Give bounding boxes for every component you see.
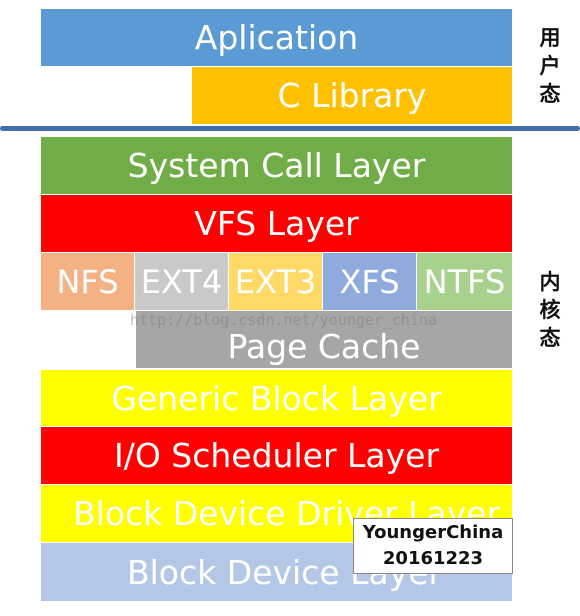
stamp-date: 20161223 — [382, 548, 484, 569]
c-library-layer: C Library — [192, 67, 512, 124]
kernel-space-char-3: 态 — [539, 325, 561, 350]
vfs-layer: VFS Layer — [41, 195, 512, 252]
page-cache-layer: Page Cache — [136, 311, 512, 368]
stamp-author: YoungerChina — [362, 522, 504, 543]
kernel-space-char-2: 核 — [539, 297, 561, 322]
io-scheduler-layer: I/O Scheduler Layer — [41, 427, 512, 484]
fs-xfs: XFS — [323, 253, 416, 310]
system-call-layer: System Call Layer — [41, 137, 512, 194]
user-kernel-divider — [0, 126, 580, 131]
blog-watermark: http://blog.csdn.net/younger_china — [130, 311, 438, 329]
user-space-char-1: 用 — [539, 26, 561, 50]
fs-ntfs: NTFS — [417, 253, 512, 310]
fs-ext4: EXT4 — [135, 253, 228, 310]
author-stamp: YoungerChina 20161223 — [353, 518, 513, 574]
kernel-space-label: 内 核 态 — [531, 252, 569, 367]
application-layer: Aplication — [41, 9, 512, 66]
user-space-char-3: 态 — [539, 82, 561, 106]
kernel-space-char-1: 内 — [539, 269, 561, 294]
fs-nfs: NFS — [41, 253, 134, 310]
generic-block-layer: Generic Block Layer — [41, 370, 512, 426]
user-space-label: 用 户 态 — [531, 9, 569, 123]
fs-ext3: EXT3 — [229, 253, 322, 310]
user-space-char-2: 户 — [539, 54, 561, 78]
